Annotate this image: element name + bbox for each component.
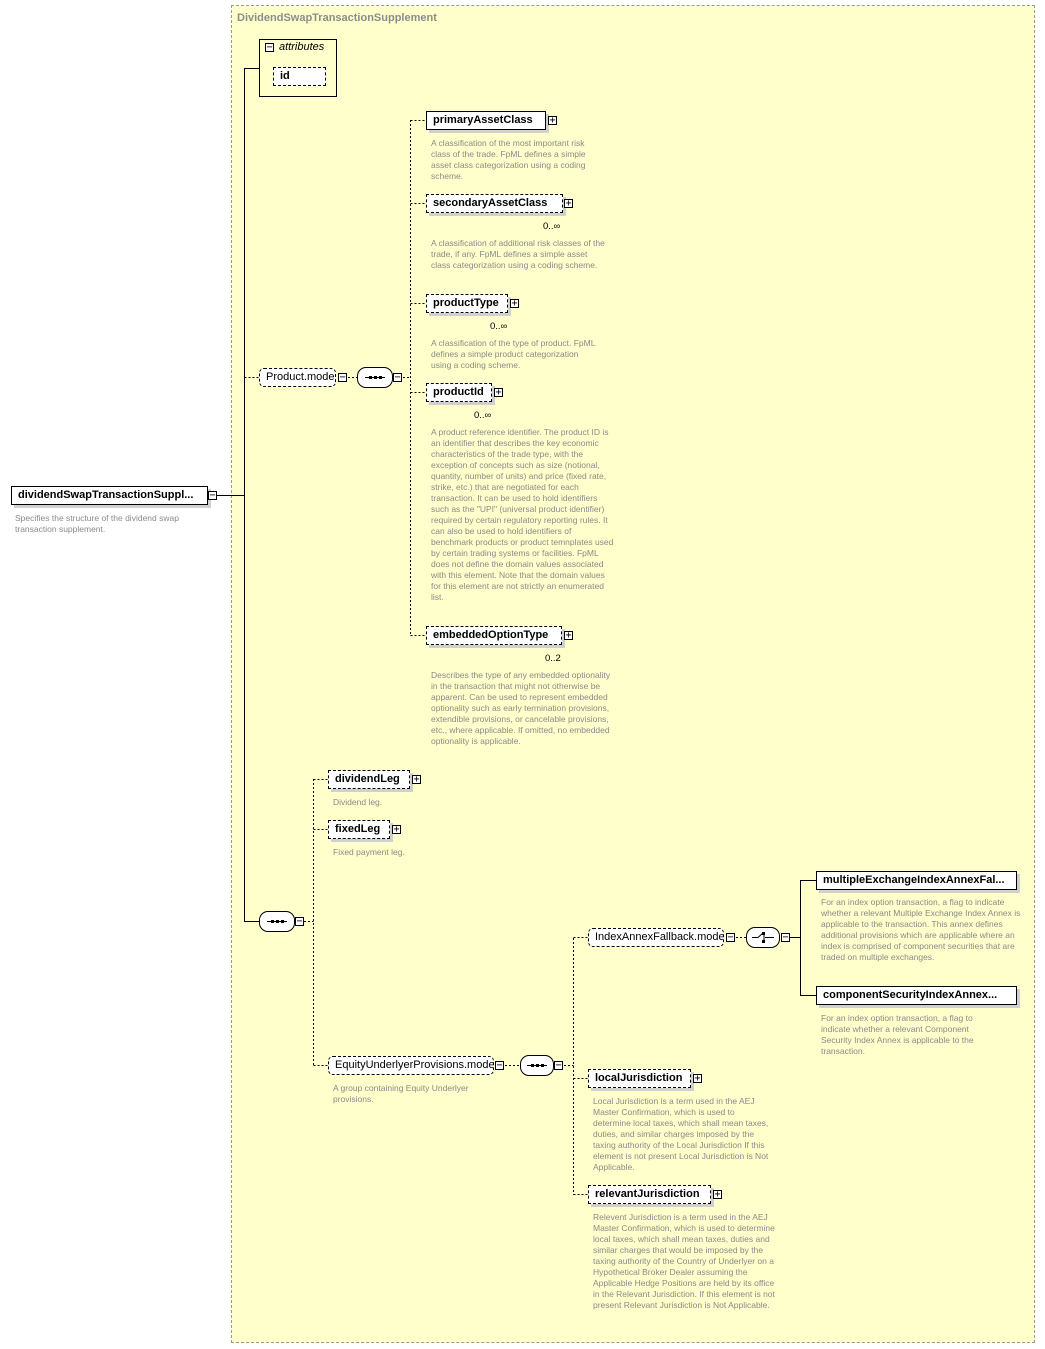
element-product-id[interactable]: productId <box>426 383 492 402</box>
element-description: Fixed payment leg. <box>333 847 405 857</box>
cardinality-label: 0..∞ <box>474 410 492 421</box>
sequence-compositor <box>520 1055 554 1076</box>
element-description: Local Jurisdiction is a term used in the… <box>593 1096 769 1172</box>
collapse-icon[interactable]: − <box>781 932 790 943</box>
element-description: A classification of the most important r… <box>431 138 586 181</box>
expand-icon[interactable]: + <box>392 824 401 835</box>
sequence-compositor <box>259 911 295 932</box>
element-description: A classification of additional risk clas… <box>431 238 605 270</box>
element-primary-asset-class[interactable]: primaryAssetClass <box>426 111 546 130</box>
collapse-icon[interactable]: − <box>393 372 402 383</box>
element-label: dividendLeg <box>335 773 400 785</box>
collapse-icon[interactable]: − <box>495 1060 504 1071</box>
element-label: multipleExchangeIndexAnnexFal... <box>823 874 1005 886</box>
element-description: Describes the type of any embedded optio… <box>431 670 611 746</box>
sequence-icon <box>365 376 385 379</box>
element-label: relevantJurisdiction <box>595 1188 700 1200</box>
model-label: Product.model <box>266 371 336 383</box>
element-relevant-jurisdiction[interactable]: relevantJurisdiction <box>588 1185 711 1204</box>
equity-underlyer-provisions-group[interactable]: EquityUnderlyerProvisions.model <box>328 1056 494 1075</box>
collapse-icon[interactable]: − <box>208 490 217 501</box>
element-secondary-asset-class[interactable]: secondaryAssetClass <box>426 194 563 213</box>
choice-icon <box>752 932 774 943</box>
collapse-icon[interactable]: − <box>265 42 274 53</box>
expand-icon[interactable]: + <box>548 115 557 126</box>
element-description: A classification of the type of product.… <box>431 338 596 370</box>
model-label: IndexAnnexFallback.model <box>595 931 724 943</box>
expand-icon[interactable]: + <box>564 630 573 641</box>
element-label: localJurisdiction <box>595 1072 683 1084</box>
element-label: embeddedOptionType <box>433 629 549 641</box>
attributes-header: attributes <box>279 41 325 53</box>
element-description: Relevent Jurisdiction is a term used in … <box>593 1212 775 1310</box>
sequence-icon <box>527 1064 547 1067</box>
expand-icon[interactable]: + <box>564 198 573 209</box>
product-model-group[interactable]: Product.model <box>259 368 336 387</box>
expand-icon[interactable]: + <box>713 1189 722 1200</box>
element-description: A product reference identifier. The prod… <box>431 427 614 602</box>
element-embedded-option-type[interactable]: embeddedOptionType <box>426 626 562 645</box>
element-description: A group containing Equity Underlyer prov… <box>333 1083 469 1104</box>
cardinality-label: 0..2 <box>545 653 561 664</box>
element-description: For an index option transaction, a flag … <box>821 897 1021 962</box>
root-description: Specifies the structure of the dividend … <box>15 513 179 534</box>
element-product-type[interactable]: productType <box>426 294 508 313</box>
collapse-icon[interactable]: − <box>726 932 735 943</box>
element-label: primaryAssetClass <box>433 114 533 126</box>
attribute-id[interactable]: id <box>273 67 326 86</box>
group-title: DividendSwapTransactionSupplement <box>237 12 437 24</box>
cardinality-label: 0..∞ <box>490 321 508 332</box>
element-label: componentSecurityIndexAnnex... <box>823 989 998 1001</box>
element-label: productType <box>433 297 499 309</box>
collapse-icon[interactable]: − <box>338 372 347 383</box>
model-label: EquityUnderlyerProvisions.model <box>335 1059 494 1071</box>
element-component-security-index-annex[interactable]: componentSecurityIndexAnnex... <box>816 986 1017 1005</box>
group-container <box>231 5 1035 1343</box>
choice-compositor <box>746 927 780 948</box>
element-label: secondaryAssetClass <box>433 197 548 209</box>
index-annex-fallback-group[interactable]: IndexAnnexFallback.model <box>588 928 724 947</box>
collapse-icon[interactable]: − <box>554 1060 563 1071</box>
element-local-jurisdiction[interactable]: localJurisdiction <box>588 1069 691 1088</box>
element-description: Dividend leg. <box>333 797 383 807</box>
element-label: productId <box>433 386 484 398</box>
element-label: fixedLeg <box>335 823 381 835</box>
element-dividend-leg[interactable]: dividendLeg <box>328 770 410 789</box>
expand-icon[interactable]: + <box>412 774 421 785</box>
element-fixed-leg[interactable]: fixedLeg <box>328 820 390 839</box>
element-multiple-exchange-index-annex[interactable]: multipleExchangeIndexAnnexFal... <box>816 871 1017 890</box>
expand-icon[interactable]: + <box>693 1073 702 1084</box>
attribute-label: id <box>280 70 290 82</box>
cardinality-label: 0..∞ <box>543 221 561 232</box>
element-description: For an index option transaction, a flag … <box>821 1013 974 1056</box>
root-element-box[interactable]: dividendSwapTransactionSuppl... <box>11 486 208 505</box>
collapse-icon[interactable]: − <box>295 916 304 927</box>
expand-icon[interactable]: + <box>494 387 503 398</box>
sequence-icon <box>267 920 287 923</box>
root-element-label: dividendSwapTransactionSuppl... <box>18 489 194 501</box>
expand-icon[interactable]: + <box>510 298 519 309</box>
sequence-compositor <box>357 367 393 388</box>
